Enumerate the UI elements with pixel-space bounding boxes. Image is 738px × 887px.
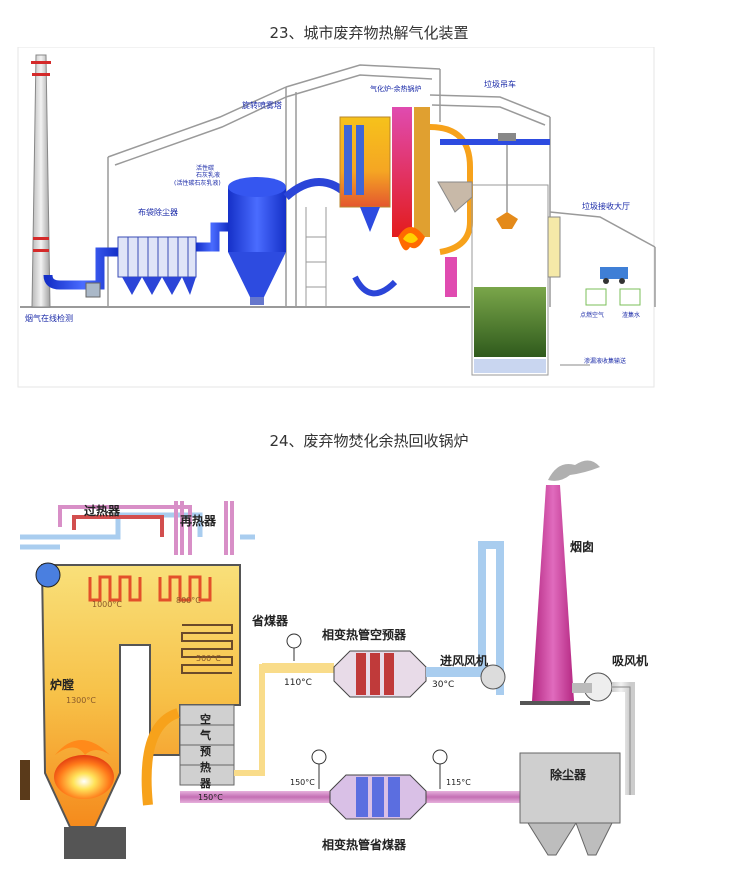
gauges bbox=[286, 633, 448, 789]
label-temp-800: 800°C bbox=[176, 596, 201, 605]
label-temp-150a: 150°C bbox=[198, 793, 223, 802]
phase-air-preheater bbox=[262, 650, 486, 698]
label-superheater: 过热器 bbox=[84, 503, 121, 518]
dust-collector bbox=[519, 752, 621, 856]
diagram-1-caption: 23、城市废弃物热解气化装置 bbox=[269, 24, 469, 42]
label-induced-fan: 吸风机 bbox=[612, 653, 648, 668]
orange-gas-path bbox=[141, 708, 180, 806]
label-air-preheater-1: 空 bbox=[200, 712, 211, 726]
label-phase-air-preheater: 相变热管空预器 bbox=[322, 627, 407, 642]
label-rotary-spray-tower: 旋转喷雾塔 bbox=[242, 100, 282, 110]
furnace bbox=[20, 562, 241, 859]
label-chimney: 烟囱 bbox=[570, 539, 594, 554]
label-small-2: 石灰乳液 bbox=[196, 171, 220, 179]
label-temp-110: 110°C bbox=[284, 678, 312, 688]
boiler-diagram-svg: 过热器 再热器 省煤器 相变热管空预器 进风风机 烟囱 吸风机 炉膛 空 气 预… bbox=[20, 460, 648, 859]
fan-1 bbox=[85, 282, 101, 298]
induced-fan bbox=[572, 672, 635, 795]
chimney bbox=[31, 54, 51, 308]
label-air-preheater-2: 气 bbox=[199, 728, 211, 742]
label-temp-1000: 1000°C bbox=[92, 600, 122, 609]
label-temp-115: 115°C bbox=[446, 778, 471, 787]
label-garbage-crane: 垃圾吊车 bbox=[484, 79, 516, 89]
label-small-1: 活性碳 bbox=[196, 164, 214, 172]
inlet-fan-duct bbox=[478, 541, 506, 695]
blue-duct-3 bbox=[352, 275, 398, 297]
support-frame bbox=[305, 207, 327, 307]
pyrolysis-diagram-svg: 旋转喷雾塔 布袋除尘器 活性碳 石灰乳液 (活性碳石灰乳液) 气化炉-余热锅炉 … bbox=[17, 46, 656, 388]
label-leachate: 渗漏液收集输送 bbox=[584, 357, 626, 365]
label-temp-150b: 150°C bbox=[290, 778, 315, 787]
chimney-2 bbox=[520, 460, 600, 705]
phase-economizer bbox=[329, 774, 427, 820]
waste-heat-boiler-diagram: 过热器 再热器 省煤器 相变热管空预器 进风风机 烟囱 吸风机 炉膛 空 气 预… bbox=[0, 455, 738, 883]
orange-pipe bbox=[429, 124, 473, 255]
label-air-preheater-5: 器 bbox=[199, 777, 212, 790]
label-lime-slurry: (活性碳石灰乳液) bbox=[174, 179, 221, 187]
label-air-preheater-3: 预 bbox=[200, 744, 211, 758]
pyrolysis-gasification-diagram: 旋转喷雾塔 布袋除尘器 活性碳 石灰乳液 (活性碳石灰乳液) 气化炉-余热锅炉 … bbox=[0, 46, 738, 392]
gasifier-boiler bbox=[339, 107, 430, 251]
label-dust-collector: 除尘器 bbox=[550, 767, 587, 782]
garbage-crane bbox=[440, 133, 550, 229]
label-temp-500: 500°C bbox=[196, 654, 221, 663]
label-temp-1300: 1300°C bbox=[66, 696, 96, 705]
label-economizer: 省煤器 bbox=[251, 613, 289, 628]
label-primary-air: 点燃空气 bbox=[580, 311, 604, 319]
spray-tower bbox=[228, 177, 286, 305]
superheater-coils bbox=[88, 575, 212, 602]
label-temp-30: 30°C bbox=[432, 680, 454, 690]
label-air-preheater-4: 热 bbox=[200, 760, 211, 774]
label-ash-collect: 渣集水 bbox=[622, 311, 640, 319]
receiving-hall bbox=[547, 216, 641, 366]
label-flue-gas-monitor: 烟气在线检测 bbox=[25, 313, 73, 323]
roof-trusses bbox=[107, 64, 656, 307]
label-phase-economizer: 相变热管省煤器 bbox=[322, 837, 407, 852]
bag-filter bbox=[117, 236, 197, 295]
label-furnace: 炉膛 bbox=[50, 677, 74, 692]
garbage-pit bbox=[437, 181, 549, 376]
label-gasifier-boiler: 气化炉-余热锅炉 bbox=[370, 84, 422, 93]
air-preheater-block bbox=[179, 704, 235, 786]
diagram-2-caption: 24、废弃物焚化余热回收锅炉 bbox=[269, 432, 469, 450]
economizer-coils bbox=[181, 624, 233, 674]
label-reheater: 再热器 bbox=[180, 513, 217, 528]
pink-column bbox=[445, 257, 457, 297]
label-bag-filter: 布袋除尘器 bbox=[138, 207, 178, 217]
label-garbage-hall: 垃圾接收大厅 bbox=[582, 201, 630, 211]
steam-pipes bbox=[20, 501, 255, 555]
label-inlet-fan: 进风风机 bbox=[440, 653, 488, 668]
